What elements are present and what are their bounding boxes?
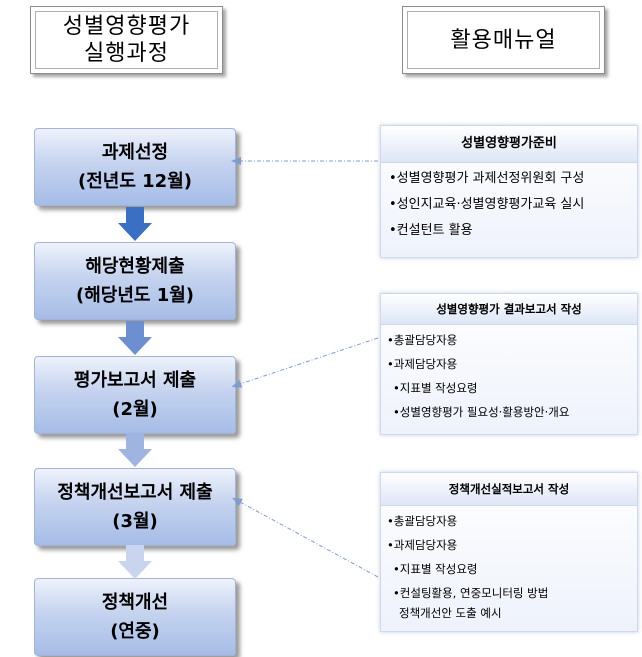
list-item: •성별영향평가 필요성·활용방안·개요 bbox=[393, 405, 570, 419]
process-header-line1: 성별영향평가 bbox=[62, 14, 191, 39]
list-item: •성인지교육·성별영향평가교육 실시 bbox=[389, 197, 585, 212]
panel-title: 성별영향평가준비 bbox=[381, 126, 637, 163]
manual-panel-result-report: 성별영향평가 결과보고서 작성 •총괄담당자용 •과제담당자용 •지표별 작성요… bbox=[380, 293, 638, 435]
step-period: (3월) bbox=[112, 511, 158, 532]
step-title: 정책개선보고서 제출 bbox=[57, 482, 213, 503]
step-box-topic-selection: 과제선정 (전년도 12월) bbox=[34, 128, 236, 206]
down-arrow-icon bbox=[118, 207, 152, 241]
manual-panel-preparation: 성별영향평가준비 •성별영향평가 과제선정위원회 구성 •성인지교육·성별영향평… bbox=[380, 125, 638, 258]
list-item: •과제담당자용 bbox=[387, 538, 458, 552]
process-header-line2: 실행과정 bbox=[84, 41, 169, 66]
list-item: •지표별 작성요령 bbox=[393, 562, 478, 576]
panel-item-list: •성별영향평가 과제선정위원회 구성 •성인지교육·성별영향평가교육 실시 •컨… bbox=[381, 166, 637, 244]
list-item: •총괄담당자용 bbox=[387, 333, 458, 347]
step-period: (전년도 12월) bbox=[77, 171, 192, 192]
process-header-box: 성별영향평가 실행과정 bbox=[30, 6, 223, 74]
step-period: (연중) bbox=[110, 621, 160, 642]
list-item: •성별영향평가 과제선정위원회 구성 bbox=[389, 171, 585, 186]
step-box-policy-report-submission: 정책개선보고서 제출 (3월) bbox=[34, 468, 236, 546]
manual-panel-policy-report: 정책개선실적보고서 작성 •총괄담당자용 •과제담당자용 •지표별 작성요령 •… bbox=[380, 472, 638, 632]
list-item: •총괄담당자용 bbox=[387, 514, 458, 528]
step-title: 과제선정 bbox=[101, 142, 169, 163]
connector-result-report bbox=[231, 337, 379, 388]
panel-item-list: •총괄담당자용 •과제담당자용 •지표별 작성요령 •성별영향평가 필요성·활용… bbox=[381, 328, 637, 424]
step-period: (해당년도 1월) bbox=[75, 285, 195, 306]
down-arrow-icon bbox=[118, 433, 152, 467]
connector-policy-report bbox=[232, 497, 379, 578]
panel-item-list: •총괄담당자용 •과제담당자용 •지표별 작성요령 •컨설팅활용, 연중모니터링… bbox=[381, 509, 637, 623]
panel-title: 정책개선실적보고서 작성 bbox=[381, 473, 637, 506]
step-title: 정책개선 bbox=[101, 592, 169, 613]
step-title: 해당현황제출 bbox=[85, 256, 185, 277]
panel-title: 성별영향평가 결과보고서 작성 bbox=[381, 294, 637, 325]
step-title: 평가보고서 제출 bbox=[73, 370, 197, 391]
step-box-policy-improvement: 정책개선 (연중) bbox=[34, 578, 236, 656]
step-box-report-submission: 평가보고서 제출 (2월) bbox=[34, 356, 236, 434]
list-item: •컨설턴트 활용 bbox=[389, 223, 473, 238]
manual-header-title: 활용매뉴얼 bbox=[450, 27, 557, 53]
list-item: •컨설팅활용, 연중모니터링 방법 bbox=[393, 586, 549, 600]
down-arrow-icon bbox=[118, 321, 152, 355]
list-item: •과제담당자용 bbox=[387, 357, 458, 371]
step-period: (2월) bbox=[112, 399, 158, 420]
down-arrow-icon bbox=[118, 545, 152, 579]
list-item: •지표별 작성요령 bbox=[393, 381, 478, 395]
step-box-status-submission: 해당현황제출 (해당년도 1월) bbox=[34, 242, 236, 320]
list-item: 정책개선안 도출 예시 bbox=[399, 606, 502, 620]
manual-header-box: 활용매뉴얼 bbox=[402, 6, 605, 74]
